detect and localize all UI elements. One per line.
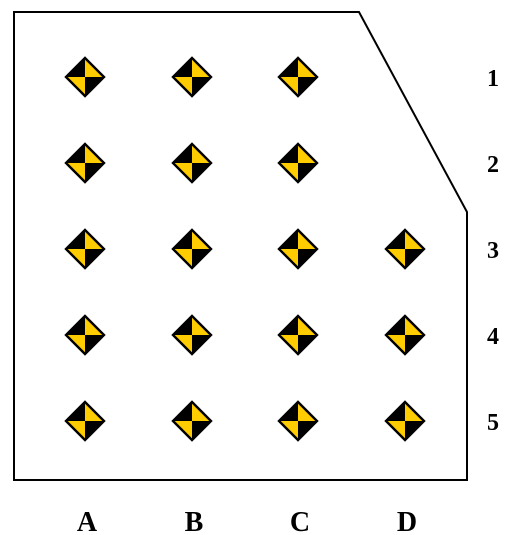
marker-outline bbox=[64, 142, 106, 184]
marker-outline bbox=[171, 400, 213, 442]
diamond-marker-C1 bbox=[277, 56, 319, 98]
marker-outline bbox=[64, 400, 106, 442]
row-label-1: 1 bbox=[487, 66, 499, 92]
diamond-marker-C2 bbox=[277, 142, 319, 184]
marker-outline bbox=[277, 56, 319, 98]
marker-outline bbox=[171, 56, 213, 98]
diamond-marker-B4 bbox=[171, 314, 213, 356]
board-outline bbox=[13, 11, 468, 481]
diamond-marker-D5 bbox=[384, 400, 426, 442]
row-label-4: 4 bbox=[487, 324, 499, 350]
diamond-marker-B3 bbox=[171, 228, 213, 270]
column-label-A: A bbox=[77, 507, 98, 535]
diamond-marker-A5 bbox=[64, 400, 106, 442]
diamond-marker-A2 bbox=[64, 142, 106, 184]
marker-outline bbox=[277, 142, 319, 184]
marker-outline bbox=[64, 56, 106, 98]
marker-outline bbox=[277, 228, 319, 270]
column-label-D: D bbox=[397, 507, 417, 535]
row-label-2: 2 bbox=[487, 152, 499, 178]
diamond-marker-A1 bbox=[64, 56, 106, 98]
marker-outline bbox=[277, 400, 319, 442]
marker-outline bbox=[277, 314, 319, 356]
diamond-marker-D4 bbox=[384, 314, 426, 356]
marker-outline bbox=[171, 228, 213, 270]
diamond-marker-A4 bbox=[64, 314, 106, 356]
column-label-B: B bbox=[185, 507, 204, 535]
marker-outline bbox=[384, 228, 426, 270]
marker-outline bbox=[384, 314, 426, 356]
marker-outline bbox=[384, 400, 426, 442]
diamond-marker-A3 bbox=[64, 228, 106, 270]
row-labels: 1 2 3 4 5 bbox=[487, 66, 499, 436]
diamond-marker-C4 bbox=[277, 314, 319, 356]
marker-outline bbox=[64, 314, 106, 356]
row-label-5: 5 bbox=[487, 410, 499, 436]
diamond-marker-C5 bbox=[277, 400, 319, 442]
diamond-marker-C3 bbox=[277, 228, 319, 270]
diamond-marker-B1 bbox=[171, 56, 213, 98]
column-label-C: C bbox=[290, 507, 310, 535]
diamond-marker-B2 bbox=[171, 142, 213, 184]
diamond-marker-D3 bbox=[384, 228, 426, 270]
marker-outline bbox=[171, 314, 213, 356]
diamond-marker-B5 bbox=[171, 400, 213, 442]
row-label-3: 3 bbox=[487, 238, 499, 264]
marker-outline bbox=[171, 142, 213, 184]
column-labels: A B C D bbox=[77, 507, 417, 535]
marker-group bbox=[64, 56, 426, 442]
marker-outline bbox=[64, 228, 106, 270]
